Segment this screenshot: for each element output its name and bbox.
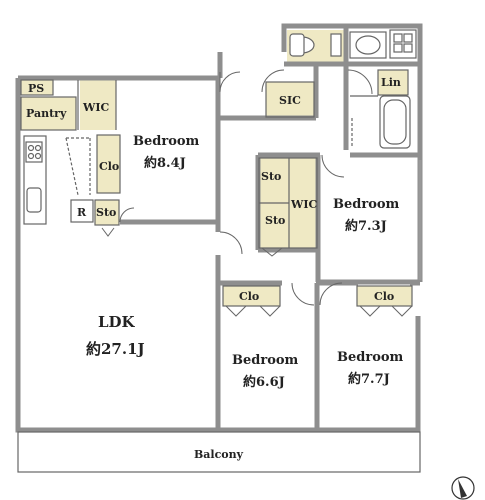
- bedroom-7-7-size: 約7.7J: [348, 371, 390, 387]
- wic-mid-area: [289, 158, 317, 248]
- doors: [101, 69, 413, 317]
- lin-label: Lin: [381, 76, 401, 89]
- bedroom-7-3-name: Bedroom: [333, 197, 400, 212]
- sto-left-area: [95, 200, 119, 225]
- bedroom-6-6-size: 約6.6J: [243, 374, 285, 390]
- bedroom-7-3-size: 約7.3J: [345, 218, 387, 234]
- bedroom-8-4-size: 約8.4J: [144, 155, 186, 171]
- wic-top-label: WIC: [82, 101, 109, 114]
- wic-top-area: [80, 80, 116, 130]
- lin-area: [378, 70, 408, 95]
- ps-label: PS: [28, 82, 44, 95]
- ldk-size: 約27.1J: [86, 340, 145, 358]
- clo-vertical-area: [97, 135, 120, 193]
- pantry-area: [21, 97, 76, 130]
- clo-bed4-area: [357, 286, 412, 306]
- balcony-label: Balcony: [194, 448, 244, 461]
- clo-bed3-area: [223, 286, 280, 306]
- bedroom-6-6-name: Bedroom: [232, 353, 299, 368]
- ldk-name: LDK: [98, 313, 136, 331]
- compass-icon: [451, 476, 475, 500]
- storage-fills: [21, 30, 412, 306]
- clo-vertical-label: Clo: [99, 160, 119, 173]
- sic-area: [266, 82, 314, 117]
- bedroom-7-7-name: Bedroom: [337, 350, 404, 365]
- bedroom-8-4-name: Bedroom: [133, 134, 200, 149]
- sto-left-label: Sto: [96, 206, 116, 219]
- sto-mid-top-label: Sto: [261, 170, 281, 183]
- sto-mid-bottom-label: Sto: [265, 214, 285, 227]
- thin-lines: [17, 29, 422, 473]
- sic-label: SIC: [279, 94, 301, 107]
- ps-area: [21, 80, 53, 95]
- walls: [15, 23, 423, 433]
- clo-bed4-label: Clo: [374, 290, 394, 303]
- labels: PS Pantry WIC Bedroom 約8.4J Clo R Sto SI…: [26, 76, 404, 461]
- clo-bed3-label: Clo: [239, 290, 259, 303]
- r-label: R: [77, 206, 87, 219]
- pantry-label: Pantry: [26, 107, 67, 120]
- wic-mid-label: WIC: [290, 198, 317, 211]
